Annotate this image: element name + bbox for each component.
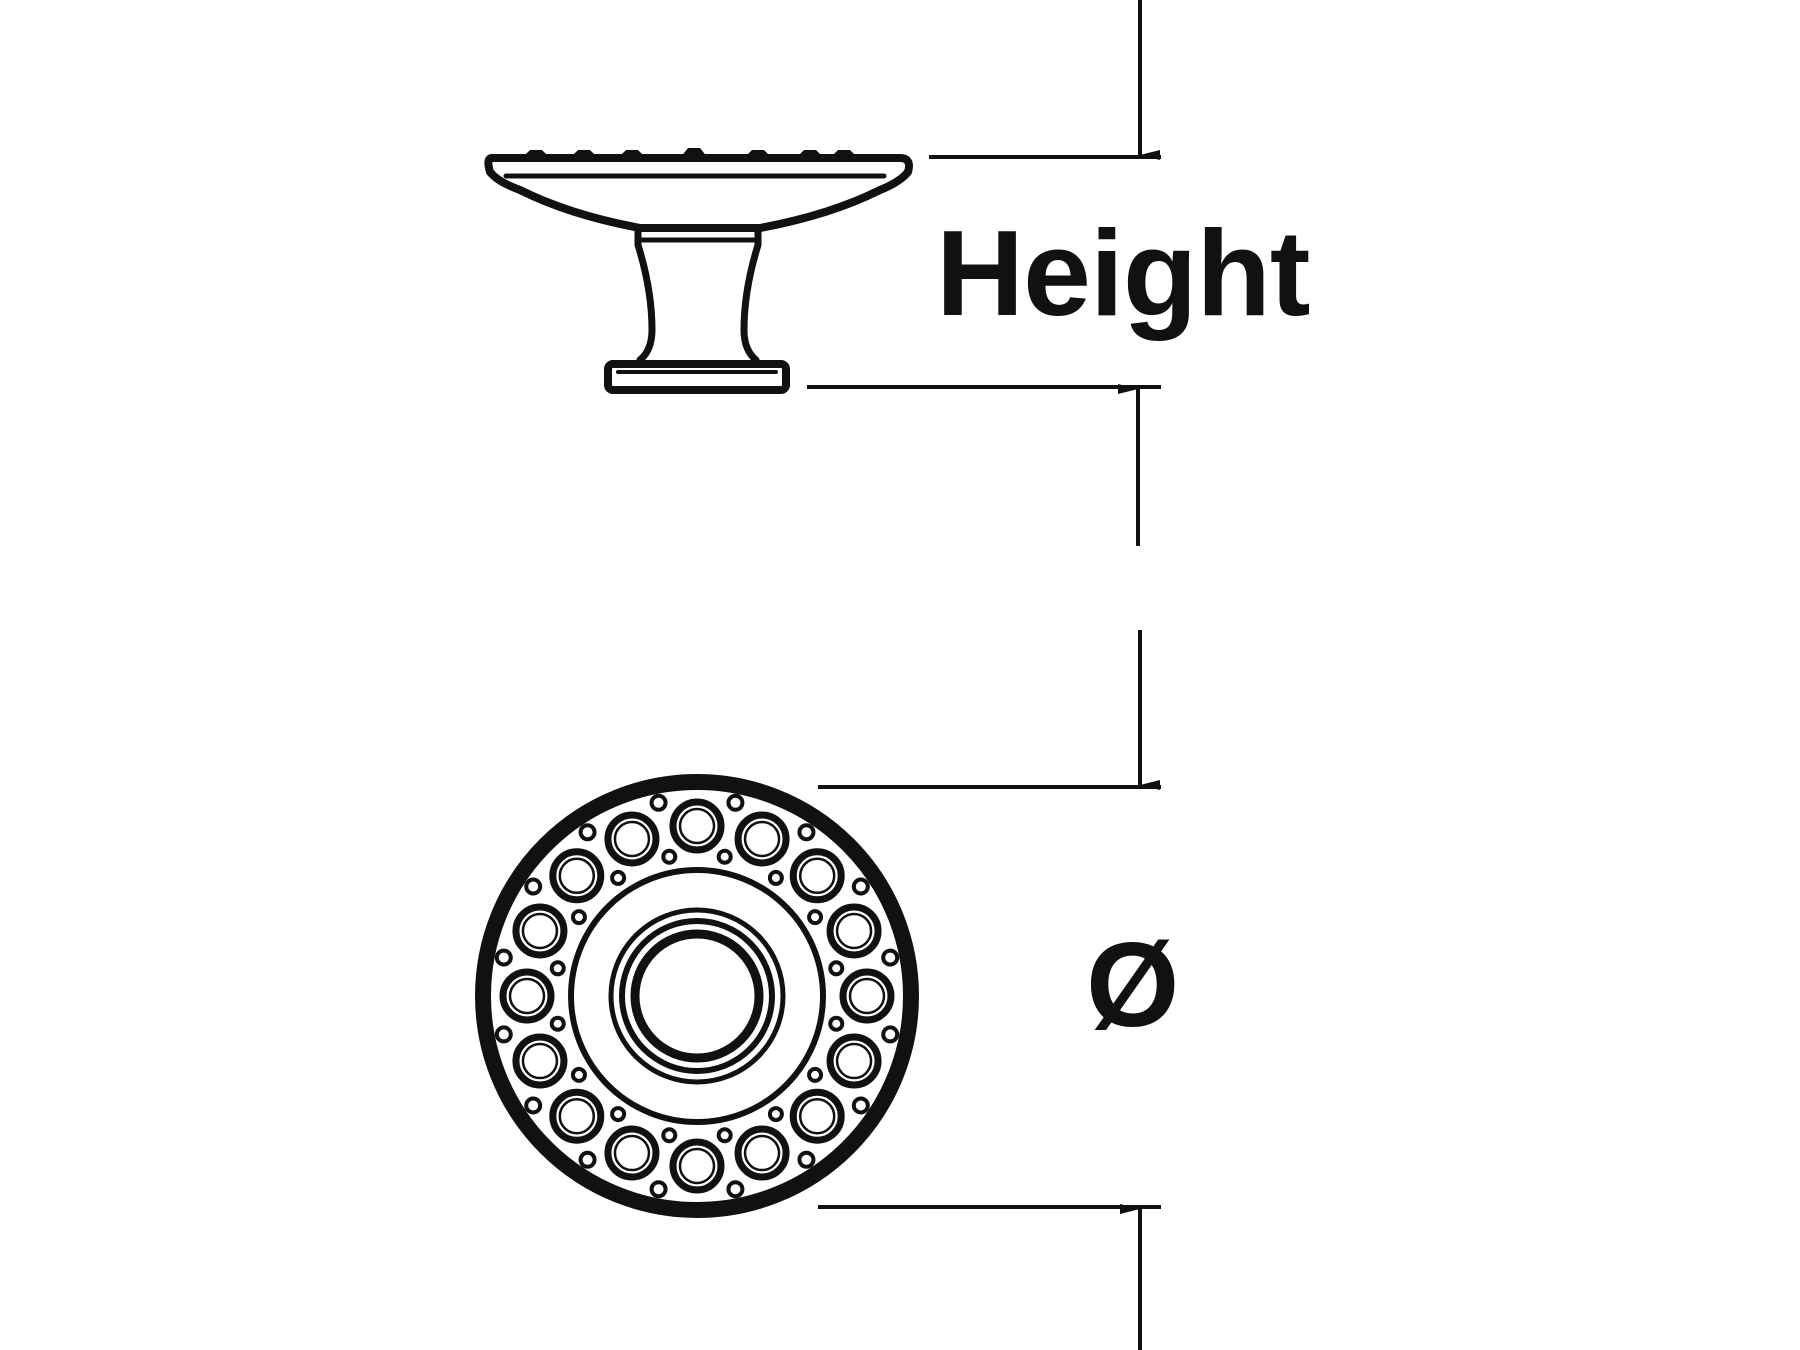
small-dot [767,869,784,886]
bead [835,1042,873,1080]
knob-plain-disk-edge [568,867,826,1125]
bead [743,820,781,858]
bead [558,857,596,895]
bead [826,903,882,959]
bead [613,1134,651,1172]
knob-top-beads [522,148,858,158]
bead [669,798,725,854]
knob-side-view [484,148,913,394]
small-dot [610,869,627,886]
knob-base [604,360,790,394]
knob-stem [634,226,762,364]
small-dot [828,1015,845,1032]
small-dot [661,1127,678,1144]
bead [743,1134,781,1172]
small-dot [716,1127,733,1144]
height-label: Height [936,205,1311,341]
bead [734,811,790,867]
bead [835,912,873,950]
bead [549,1088,605,1144]
bead [521,1042,559,1080]
small-dot [726,793,745,812]
knob-outer-ring [475,774,919,1218]
bead [499,968,555,1024]
small-dot [570,1066,587,1083]
bead [789,848,845,904]
small-dot [649,1180,668,1199]
bead [798,1097,836,1135]
bead [839,968,895,1024]
small-dot [797,1150,816,1169]
knob-top-view [475,774,919,1218]
bead [678,807,716,845]
bead [789,1088,845,1144]
small-dot [726,1180,745,1199]
diameter-dimension [818,630,1161,1350]
bead [521,912,559,950]
small-dot [851,1096,870,1115]
small-dot [716,848,733,865]
knob-center-hole [630,929,764,1063]
bead [848,977,886,1015]
small-dot [851,877,870,896]
bead [558,1097,596,1135]
bead [669,1138,725,1194]
small-dot [881,1025,900,1044]
small-dot [524,1096,543,1115]
small-dot [807,1066,824,1083]
small-dot [524,877,543,896]
small-dot [661,848,678,865]
bead [826,1033,882,1089]
bead [734,1125,790,1181]
bead [798,857,836,895]
small-dot [807,909,824,926]
small-dot [578,823,597,842]
small-dot [494,1025,513,1044]
small-dot [610,1106,627,1123]
bead [512,903,568,959]
bead [613,820,651,858]
bead [678,1147,716,1185]
knob-rim [484,154,913,232]
small-dot [549,960,566,977]
diameter-label: Ø [1086,918,1180,1052]
small-dot [828,960,845,977]
small-dot [578,1150,597,1169]
small-dot [549,1015,566,1032]
small-dot [494,948,513,967]
knob-inner-ring-outer [608,907,786,1085]
bead [512,1033,568,1089]
knob-inner-ring-mid [619,918,775,1074]
bead [604,1125,660,1181]
bead [604,811,660,867]
small-dot [797,823,816,842]
small-dot [570,909,587,926]
bead [508,977,546,1015]
small-dot [649,793,668,812]
bead [549,848,605,904]
small-dot [881,948,900,967]
height-dimension [807,0,1161,546]
small-dot [767,1106,784,1123]
